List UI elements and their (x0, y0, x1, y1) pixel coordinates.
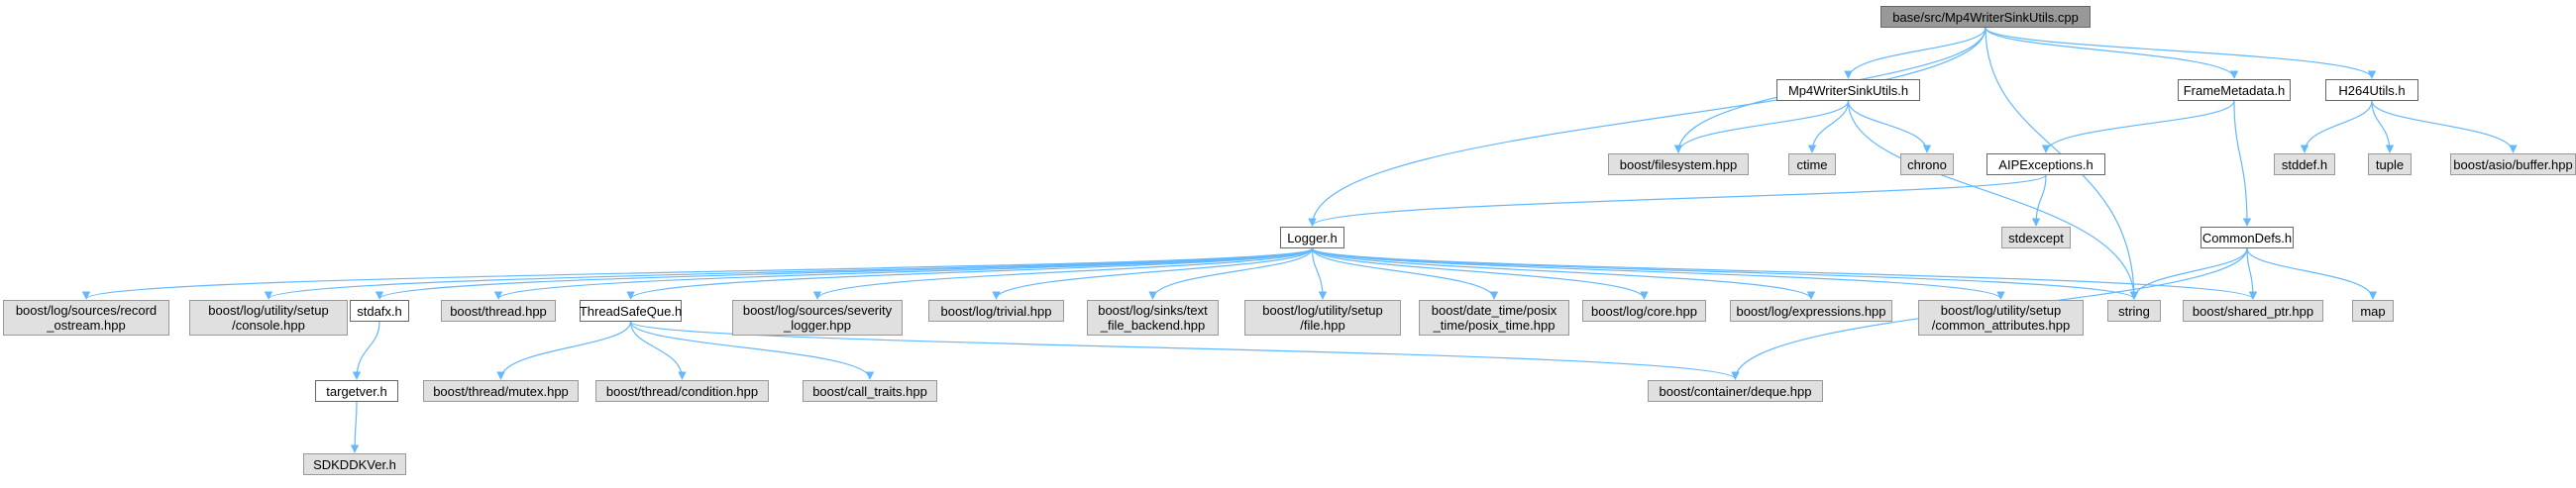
graph-node-bthread: boost/thread.hpp (441, 300, 556, 322)
graph-node-string: string (2107, 300, 2161, 322)
dependency-edge-root-string (1985, 27, 2139, 300)
graph-node-map: map (2352, 300, 2394, 322)
dependency-edge-fmeta-commondefs (2233, 100, 2252, 227)
graph-node-sdkddk: SDKDDKVer.h (303, 453, 406, 475)
dependency-edge-tsq-calltraits (629, 321, 875, 380)
graph-node-h264[interactable]: H264Utils.h (2325, 79, 2418, 101)
graph-node-stdafx[interactable]: stdafx.h (350, 300, 409, 322)
dependency-edge-h264-asiobuf (2371, 100, 2518, 153)
graph-node-calltraits: boost/call_traits.hpp (803, 380, 937, 402)
graph-node-console: boost/log/utility/setup /console.hpp (189, 300, 348, 336)
graph-node-bfs: boost/filesystem.hpp (1608, 153, 1749, 175)
dependency-edge-logger-tsq (626, 247, 1314, 300)
graph-node-setupfile: boost/log/utility/setup /file.hpp (1244, 300, 1401, 336)
graph-node-expr: boost/log/expressions.hpp (1730, 300, 1892, 322)
dependency-edge-logger-textfile (1148, 247, 1314, 300)
dependency-edge-logger-expr (1311, 247, 1816, 300)
dependency-edge-logger-stdafx (376, 247, 1314, 300)
dependency-edge-logger-trivial (992, 247, 1314, 300)
dependency-edge-logger-bthread (494, 247, 1314, 300)
dependency-edge-mp4h-chrono (1847, 100, 1932, 153)
graph-node-tsq[interactable]: ThreadSafeQue.h (580, 300, 682, 322)
dependency-edge-root-mp4h (1844, 27, 1986, 79)
dependency-edge-root-fmeta (1985, 27, 2239, 79)
graph-node-commondefs[interactable]: CommonDefs.h (2200, 227, 2294, 248)
dependency-edge-tsq-condition (629, 321, 687, 380)
dependency-edge-stdafx-targetver (352, 321, 380, 380)
graph-node-recostream: boost/log/sources/record _ostream.hpp (3, 300, 169, 336)
dependency-edge-tsq-mutex (496, 321, 632, 380)
dependency-edge-commondefs-string (2129, 247, 2248, 300)
graph-node-core: boost/log/core.hpp (1582, 300, 1706, 322)
graph-node-trivial: boost/log/trivial.hpp (928, 300, 1064, 322)
dependency-edge-commondefs-map (2246, 247, 2378, 300)
graph-node-tuple: tuple (2368, 153, 2412, 175)
dependency-edge-root-logger (1308, 27, 1986, 227)
graph-node-aipex[interactable]: AIPExceptions.h (1986, 153, 2105, 175)
graph-node-mutex: boost/thread/mutex.hpp (423, 380, 579, 402)
graph-node-ctime: ctime (1788, 153, 1836, 175)
dependency-edge-logger-setupfile (1311, 247, 1328, 300)
graph-node-logger[interactable]: Logger.h (1280, 227, 1344, 248)
dependency-edge-logger-string (1311, 247, 2138, 300)
dependency-edge-aipex-logger (1308, 174, 2047, 227)
dependency-edge-logger-sharedptr (1311, 247, 2257, 300)
dependency-edge-logger-recostream (82, 247, 1314, 300)
graph-node-deque: boost/container/deque.hpp (1648, 380, 1823, 402)
dependency-edge-h264-stddef (2300, 100, 2373, 153)
graph-node-commonattr: boost/log/utility/setup /common_attribut… (1918, 300, 2084, 336)
graph-node-sharedptr: boost/shared_ptr.hpp (2183, 300, 2323, 322)
dependency-edge-targetver-sdkddk (350, 401, 360, 453)
graph-node-mp4h[interactable]: Mp4WriterSinkUtils.h (1776, 79, 1920, 101)
graph-node-fmeta[interactable]: FrameMetadata.h (2178, 79, 2291, 101)
dependency-edge-h264-tuple (2371, 100, 2395, 153)
graph-node-posix: boost/date_time/posix _time/posix_time.h… (1419, 300, 1569, 336)
dependency-edge-logger-sevlog (812, 247, 1314, 300)
dependency-edge-logger-core (1311, 247, 1649, 300)
dependency-edge-mp4h-bfs (1673, 100, 1850, 153)
graph-node-condition: boost/thread/condition.hpp (595, 380, 769, 402)
graph-node-targetver[interactable]: targetver.h (315, 380, 398, 402)
graph-node-textfile: boost/log/sinks/text _file_backend.hpp (1087, 300, 1219, 336)
dependency-edge-mp4h-string (1847, 100, 2139, 300)
graph-node-chrono: chrono (1900, 153, 1954, 175)
dependency-edge-aipex-stdexcept (2031, 174, 2047, 227)
dependency-edge-logger-commonattr (1311, 247, 2005, 300)
dependency-edge-mp4h-ctime (1807, 100, 1850, 153)
dependency-edge-tsq-deque (629, 321, 1740, 380)
dependency-edge-root-h264 (1985, 27, 2377, 79)
graph-node-root: base/src/Mp4WriterSinkUtils.cpp (1880, 6, 2091, 28)
graph-node-stdexcept: stdexcept (2001, 227, 2071, 248)
graph-node-stddef: stddef.h (2274, 153, 2335, 175)
dependency-edge-fmeta-aipex (2041, 100, 2235, 153)
dependency-edge-logger-posix (1311, 247, 1499, 300)
graph-node-sevlog: boost/log/sources/severity _logger.hpp (732, 300, 903, 336)
dependency-edge-commondefs-sharedptr (2246, 247, 2258, 300)
graph-node-asiobuf: boost/asio/buffer.hpp (2450, 153, 2576, 175)
